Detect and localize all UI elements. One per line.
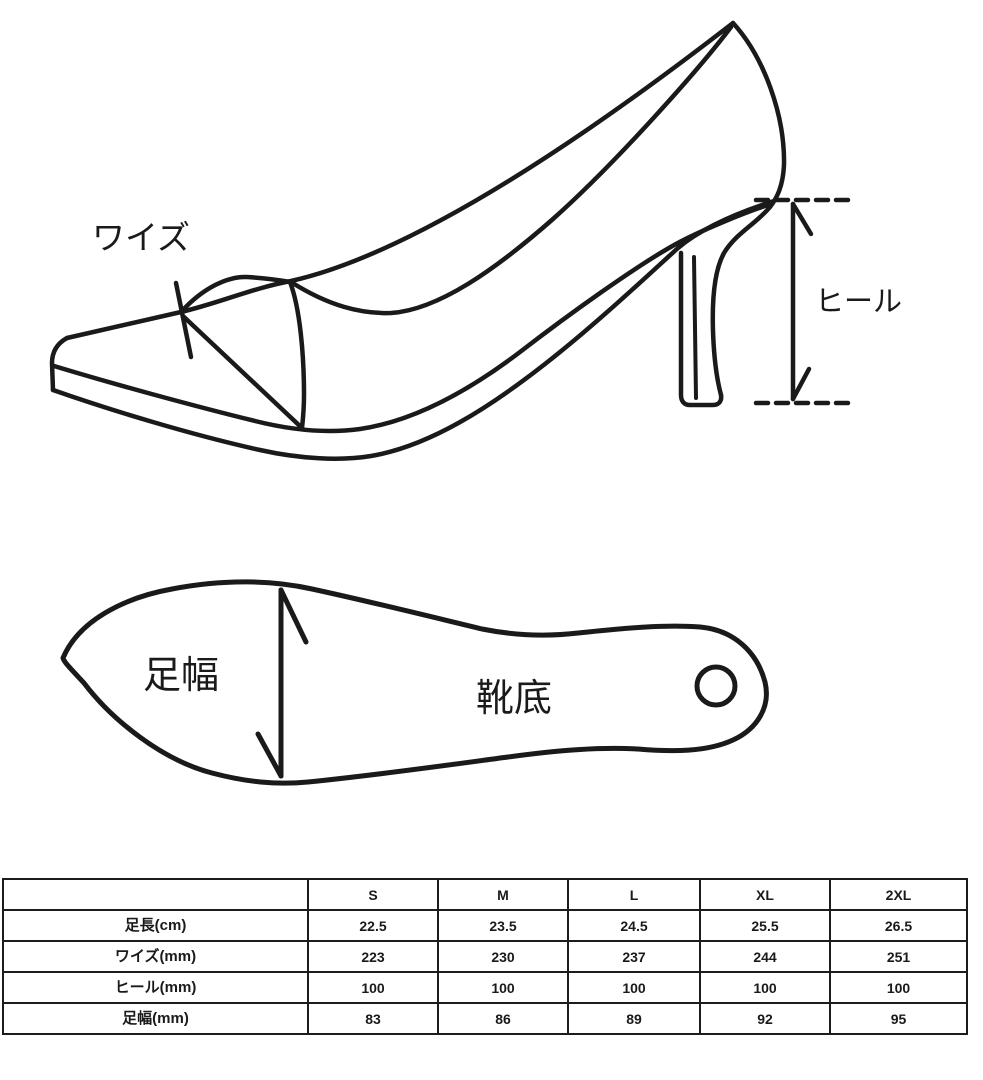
value-cell: 23.5 (437, 909, 569, 942)
table-row-wise: ワイズ(mm) 223 230 237 244 251 (2, 940, 968, 973)
value-cell: 100 (307, 971, 439, 1004)
value-cell: 25.5 (699, 909, 831, 942)
heel-bottom-and-front (678, 250, 724, 408)
shoe-opening-edge (288, 24, 734, 316)
shoe-toe-front (49, 335, 70, 393)
value-cell: 86 (437, 1002, 569, 1035)
vamp-seam-straight (181, 314, 305, 431)
header-cell-l: L (567, 878, 701, 911)
row-label-cell: 足長(cm) (2, 909, 309, 942)
value-cell: 100 (437, 971, 569, 1004)
value-cell: 95 (829, 1002, 968, 1035)
value-cell: 223 (307, 940, 439, 973)
sole-bottom-view-drawing: 足幅 靴底 (60, 579, 769, 786)
value-cell: 251 (829, 940, 968, 973)
row-label-cell: 足幅(mm) (2, 1002, 309, 1035)
value-cell: 100 (567, 971, 701, 1004)
header-cell-xl: XL (699, 878, 831, 911)
foot-width-arrowhead-bottom (255, 731, 284, 779)
value-cell: 26.5 (829, 909, 968, 942)
table-row-foot-width: 足幅(mm) 83 86 89 92 95 (2, 1002, 968, 1035)
wise-label: ワイズ (92, 219, 190, 256)
foot-width-label: 足幅 (143, 655, 219, 697)
value-cell: 100 (829, 971, 968, 1004)
header-cell-m: M (437, 878, 569, 911)
foot-width-arrowhead-top (278, 587, 309, 645)
row-label-cell: ヒール(mm) (2, 971, 309, 1004)
header-cell-empty (2, 878, 309, 911)
value-cell: 237 (567, 940, 701, 973)
shoe-outsole-edge (50, 198, 777, 461)
row-label-cell: ワイズ(mm) (2, 940, 309, 973)
sole-label: 靴底 (476, 678, 552, 720)
heel-inner-line (692, 255, 698, 400)
heel-label: ヒール (815, 286, 902, 318)
sole-outline (60, 579, 769, 786)
sole-heel-circle (694, 664, 738, 708)
shoe-welt-line (51, 201, 774, 434)
shoe-back-and-heel-rear (710, 20, 787, 398)
table-row-foot-length: 足長(cm) 22.5 23.5 24.5 25.5 26.5 (2, 909, 968, 942)
value-cell: 100 (699, 971, 831, 1004)
wise-tick-mark (173, 280, 194, 360)
size-table-header-row: S M L XL 2XL (2, 878, 968, 911)
value-cell: 22.5 (307, 909, 439, 942)
size-table: S M L XL 2XL 足長(cm) 22.5 23.5 24.5 25.5 … (2, 878, 968, 1035)
table-row-heel: ヒール(mm) 100 100 100 100 100 (2, 971, 968, 1004)
value-cell: 24.5 (567, 909, 701, 942)
value-cell: 92 (699, 1002, 831, 1035)
vamp-seam-arc (179, 274, 307, 431)
heel-arrowhead-top (790, 201, 814, 237)
shoe-measurement-diagram: ワイズ ヒール 足幅 靴底 (49, 20, 902, 786)
value-cell: 230 (437, 940, 569, 973)
value-cell: 89 (567, 1002, 701, 1035)
pump-side-view-drawing: ワイズ ヒール (49, 20, 902, 461)
value-cell: 83 (307, 1002, 439, 1035)
header-cell-2xl: 2XL (829, 878, 968, 911)
heel-arrowhead-bottom (790, 366, 812, 402)
header-cell-s: S (307, 878, 439, 911)
value-cell: 244 (699, 940, 831, 973)
